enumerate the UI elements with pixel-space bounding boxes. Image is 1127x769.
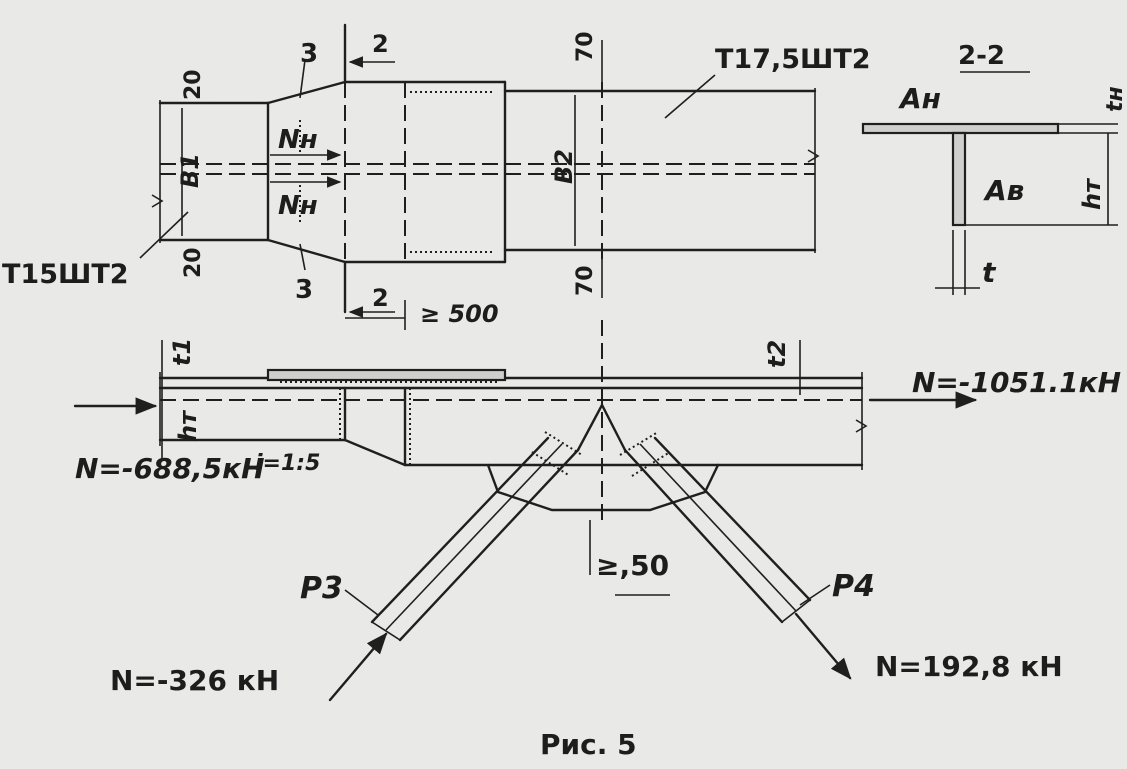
elevation-view: t1 t2 hт i=1:5 N=-688,5кН N=-1051.1кН ≥,… [73,320,1121,702]
brace-left-weld [531,431,583,477]
web-area-label: Ав [983,174,1024,207]
flange-area-label: Ан [898,82,941,115]
flange-thickness-label: tн [1103,86,1127,112]
profile-left: Т15ШТ2 [2,259,129,290]
brace-left [370,431,583,642]
brace-right-edge-2 [623,448,784,624]
dim-20-bottom: 20 [181,247,206,278]
brace-left-end [371,621,401,641]
leader-p4 [799,584,831,606]
break-mark-elev [855,419,868,433]
section-flange [861,122,1060,135]
weld-mark-top: 3 [300,39,318,69]
chord-transition-bottom [343,438,864,467]
gusset-plate [486,463,720,512]
chord-thickness-right: t2 [763,340,791,368]
brace-left-flange [385,443,563,631]
force-arrow-brace-right [794,612,852,680]
overlap-min: ≥ 500 [420,300,499,328]
brace-left-edge-2 [398,448,580,642]
brace-right-label: P4 [832,569,875,604]
profile-right: Т17,5ШТ2 [715,44,871,75]
section-web [951,131,967,227]
weld-mark-bottom: 3 [295,275,313,305]
force-arrow-brace-left [328,632,388,702]
gap-min: ≥,50 [596,549,669,582]
force-brace-left: N=-326 кН [110,664,279,697]
section-title: 2-2 [958,41,1005,71]
leader-p3 [344,589,379,616]
dim-70-top: 70 [573,31,598,62]
brace-right [619,431,812,624]
break-mark-left [151,194,164,208]
break-mark-right [807,149,820,163]
leader-right-profile [664,74,716,119]
slope-label: i=1:5 [255,451,320,476]
brace-right-flange [639,443,797,612]
plan-view: 3 3 2 2 20 20 70 70 B1 B2 Nн Nн Т15ШТ2 Т… [2,23,871,330]
figure-caption: Рис. 5 [540,728,637,761]
chord-thickness-left: t1 [168,338,196,366]
brace-left-edge-1 [370,436,550,624]
taper-top [266,80,347,105]
brace-left-label: P3 [300,571,343,606]
section-cut-label-bottom: 2 [372,284,389,312]
force-chord-right: N=-1051.1кН [912,366,1121,399]
section-2-2: 2-2 Ан Ав tн hт t [861,41,1127,295]
web-height-label: hт [1078,177,1106,210]
chord-height-label: hт [174,409,202,442]
welds-elev [280,381,500,465]
dim-20-top: 20 [181,69,206,100]
force-brace-right: N=192,8 кН [875,650,1063,683]
force-label-top: Nн [278,125,318,155]
force-label-bottom: Nн [278,191,318,221]
weld-marks-plan [299,91,495,253]
taper-bottom [266,238,347,264]
brace-right-end [781,599,811,623]
width-b1: B1 [176,153,204,188]
leader-3-bottom [299,243,306,271]
web-thickness-label: t [982,256,997,289]
leader-left-profile [139,211,189,259]
section-cut-label-top: 2 [372,30,389,58]
dim-70-bottom: 70 [573,265,598,296]
splice-plate [266,368,507,382]
leader-3-top [299,59,306,99]
brace-apex [576,402,627,452]
force-chord-left: N=-688,5кН [75,452,265,485]
width-b2: B2 [550,149,578,184]
brace-right-edge-1 [653,436,812,602]
